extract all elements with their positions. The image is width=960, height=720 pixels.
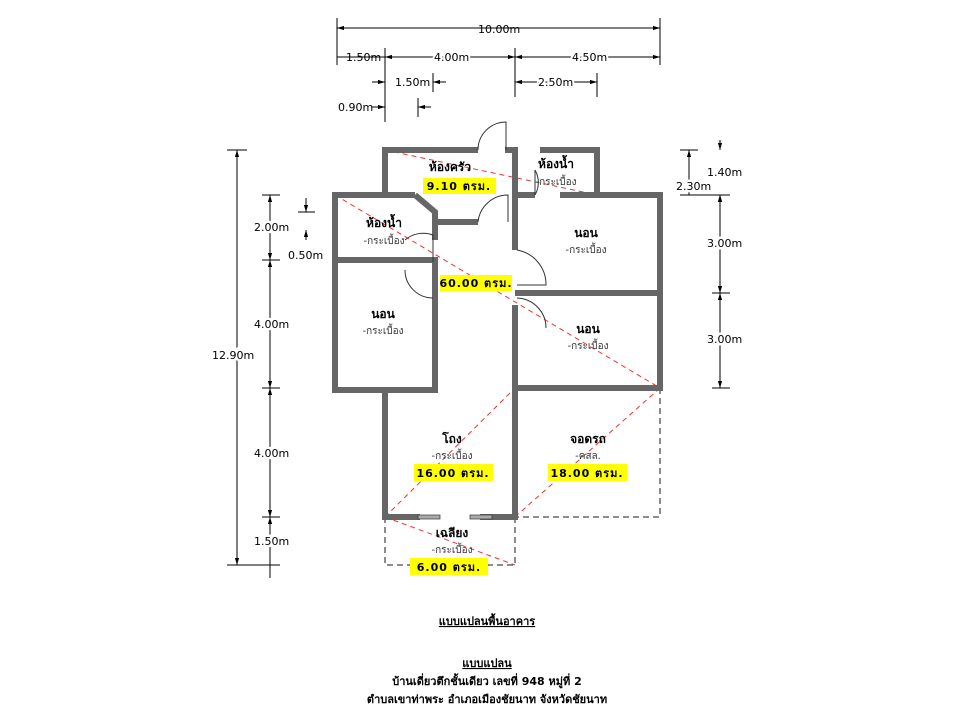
caption-line-2: ตำบลเขาท่าพระ อำเภอเมืองชัยนาท จังหวัดชั… xyxy=(367,693,607,706)
room-interior-total: 60.00 ตรม. xyxy=(439,275,512,291)
svg-text:-กระเบื้อง: -กระเบื้อง xyxy=(363,233,404,247)
svg-text:นอน: นอน xyxy=(371,307,395,321)
svg-text:10.00m: 10.00m xyxy=(478,23,520,36)
svg-text:60.00 ตรม.: 60.00 ตรม. xyxy=(439,277,512,290)
svg-text:-กระเบื้อง: -กระเบื้อง xyxy=(431,542,472,556)
caption-heading: แบบแปลน xyxy=(462,657,512,670)
svg-text:จอดรถ: จอดรถ xyxy=(570,432,606,446)
svg-text:9.10 ตรม.: 9.10 ตรม. xyxy=(427,180,491,193)
room-carport: จอดรถ -คสล. 18.00 ตรม. xyxy=(548,432,627,481)
area-diagonals xyxy=(334,149,661,566)
svg-text:โถง: โถง xyxy=(441,431,462,446)
svg-text:4.00m: 4.00m xyxy=(254,447,289,460)
svg-text:-กระเบื้อง: -กระเบื้อง xyxy=(362,323,403,337)
svg-text:2.50m: 2.50m xyxy=(538,76,573,89)
svg-text:ห้องน้ำ: ห้องน้ำ xyxy=(366,213,402,230)
right-dimensions: 2.30m 1.40m 3.00m 3.00m xyxy=(674,140,745,389)
svg-text:-กระเบื้อง: -กระเบื้อง xyxy=(431,448,472,462)
left-dimensions: 12.90m 2.00m 4.00m 4.00m 1.50m 0.50m xyxy=(210,149,323,578)
room-bedroom-right-bottom: นอน -กระเบื้อง xyxy=(567,322,608,352)
svg-text:เฉลียง: เฉลียง xyxy=(436,526,469,540)
svg-text:4.00m: 4.00m xyxy=(254,318,289,331)
svg-text:18.00 ตรม.: 18.00 ตรม. xyxy=(550,467,623,480)
room-porch: เฉลียง -กระเบื้อง 6.00 ตรม. xyxy=(410,526,488,575)
carport-outline xyxy=(515,388,661,518)
plan-title: แบบแปลนพื้นอาคาร xyxy=(439,613,535,628)
svg-text:0.50m: 0.50m xyxy=(288,249,323,262)
svg-text:1.50m: 1.50m xyxy=(346,51,381,64)
svg-text:6.00 ตรม.: 6.00 ตรม. xyxy=(417,561,481,574)
svg-text:1.50m: 1.50m xyxy=(254,535,289,548)
svg-text:ห้องครัว: ห้องครัว xyxy=(429,160,471,174)
svg-text:-กระเบื้อง: -กระเบื้อง xyxy=(535,174,576,188)
room-bathroom-left: ห้องน้ำ -กระเบื้อง xyxy=(363,213,404,247)
svg-text:1.40m: 1.40m xyxy=(707,166,742,179)
svg-text:2.30m: 2.30m xyxy=(676,180,711,193)
doors xyxy=(404,121,547,520)
svg-text:นอน: นอน xyxy=(576,322,600,336)
svg-text:4.50m: 4.50m xyxy=(572,51,607,64)
svg-text:4.00m: 4.00m xyxy=(434,51,469,64)
svg-text:-กระเบื้อง: -กระเบื้อง xyxy=(565,242,606,256)
walls xyxy=(332,147,663,520)
svg-text:3.00m: 3.00m xyxy=(707,333,742,346)
room-bathroom-right: ห้องน้ำ -กระเบื้อง xyxy=(535,154,576,188)
svg-text:นอน: นอน xyxy=(574,226,598,240)
svg-text:-คสล.: -คสล. xyxy=(575,451,601,462)
svg-text:ห้องน้ำ: ห้องน้ำ xyxy=(538,154,574,171)
room-hall: โถง -กระเบื้อง 16.00 ตรม. xyxy=(414,431,493,481)
room-bedroom-right-top: นอน -กระเบื้อง xyxy=(565,226,606,256)
top-dimensions: 10.00m 1.50m 4.00m 4.50m 1.50m 2.50m 0.9… xyxy=(336,18,661,122)
svg-text:3.00m: 3.00m xyxy=(707,237,742,250)
svg-text:1.50m: 1.50m xyxy=(395,76,430,89)
svg-text:12.90m: 12.90m xyxy=(212,349,254,362)
room-kitchen: ห้องครัว 9.10 ตรม. xyxy=(423,160,496,194)
caption-line-1: บ้านเดี่ยวตึกชั้นเดียว เลขที่ 948 หมู่ที… xyxy=(392,673,581,689)
svg-text:16.00 ตรม.: 16.00 ตรม. xyxy=(416,467,489,480)
svg-text:-กระเบื้อง: -กระเบื้อง xyxy=(567,338,608,352)
svg-text:2.00m: 2.00m xyxy=(254,221,289,234)
room-bedroom-left: นอน -กระเบื้อง xyxy=(362,307,403,337)
svg-text:0.90m: 0.90m xyxy=(338,101,373,114)
